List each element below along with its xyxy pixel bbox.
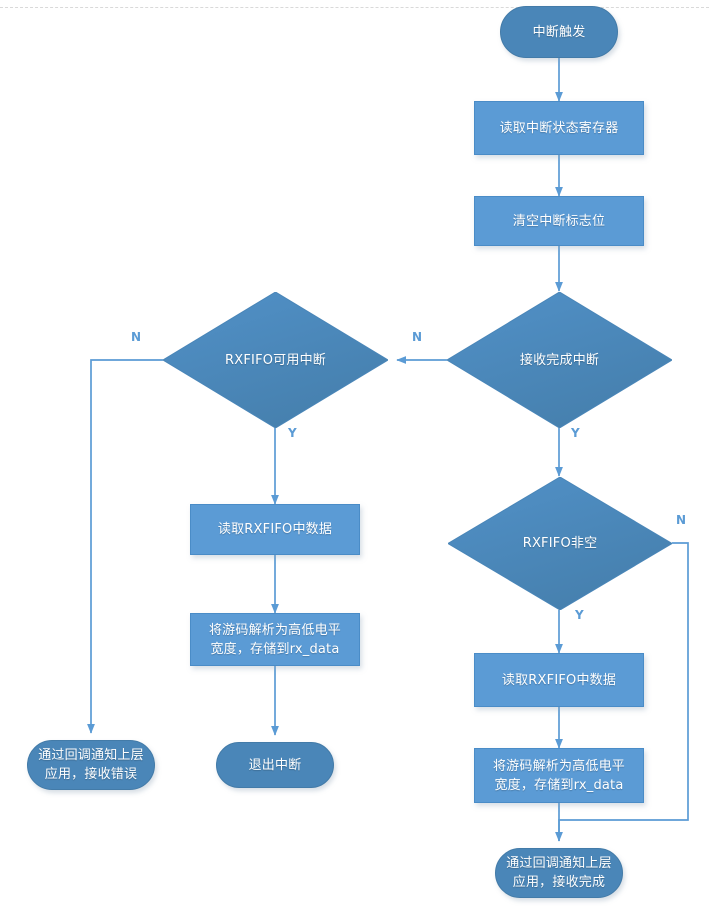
node-read-status-register[interactable]: 读取中断状态寄存器 bbox=[474, 101, 644, 155]
branch-label-rx-complete-yes: Y bbox=[571, 426, 580, 440]
node-exit-interrupt-label: 退出中断 bbox=[248, 757, 302, 773]
diamond-shape-rx-complete bbox=[447, 292, 672, 428]
branch-label-rxfifo-available-yes: Y bbox=[288, 426, 297, 440]
diamond-shape-rxfifo-available bbox=[163, 292, 388, 428]
node-read-rxfifo-right-label: 读取RXFIFO中数据 bbox=[501, 672, 617, 688]
branch-label-rxfifo-available-no: N bbox=[131, 330, 142, 344]
node-parse-left[interactable]: 将游码解析为高低电平 宽度，存储到rx_data bbox=[190, 613, 360, 666]
branch-label-rxfifo-not-empty-yes: Y bbox=[575, 608, 584, 622]
edge-rxfifo-avail-no-to-callback-error bbox=[87, 359, 163, 734]
node-exit-interrupt[interactable]: 退出中断 bbox=[216, 742, 334, 788]
node-callback-done-label: 通过回调通知上层 应用，接收完成 bbox=[506, 856, 612, 890]
diamond-shape-rxfifo-not-empty bbox=[448, 477, 672, 610]
node-start-label: 中断触发 bbox=[532, 24, 586, 40]
node-clear-interrupt-flag-label: 清空中断标志位 bbox=[512, 213, 606, 229]
node-parse-right-label: 将游码解析为高低电平 宽度，存储到rx_data bbox=[492, 758, 625, 793]
node-read-rxfifo-left-label: 读取RXFIFO中数据 bbox=[217, 522, 333, 537]
node-decision-rxfifo-not-empty-label: RXFIFO非空 bbox=[522, 536, 598, 551]
node-clear-interrupt-flag[interactable]: 清空中断标志位 bbox=[474, 196, 644, 246]
branch-label-rx-complete-no: N bbox=[412, 330, 423, 344]
node-read-rxfifo-right[interactable]: 读取RXFIFO中数据 bbox=[474, 653, 644, 707]
node-parse-left-label: 将游码解析为高低电平 宽度，存储到rx_data bbox=[208, 622, 341, 657]
node-decision-rxfifo-available[interactable]: RXFIFO可用中断 bbox=[163, 292, 388, 428]
node-callback-done[interactable]: 通过回调通知上层 应用，接收完成 bbox=[495, 848, 623, 898]
node-read-rxfifo-left[interactable]: 读取RXFIFO中数据 bbox=[190, 504, 360, 555]
node-parse-right[interactable]: 将游码解析为高低电平 宽度，存储到rx_data bbox=[474, 748, 644, 803]
node-callback-error-label: 通过回调通知上层 应用，接收错误 bbox=[38, 748, 144, 782]
node-start[interactable]: 中断触发 bbox=[500, 6, 618, 58]
top-divider-rule bbox=[0, 7, 709, 8]
node-decision-rx-complete-label: 接收完成中断 bbox=[519, 352, 600, 368]
node-callback-error[interactable]: 通过回调通知上层 应用，接收错误 bbox=[27, 740, 155, 790]
node-read-status-register-label: 读取中断状态寄存器 bbox=[499, 120, 619, 136]
node-decision-rx-complete[interactable]: 接收完成中断 bbox=[447, 292, 672, 428]
node-decision-rxfifo-not-empty[interactable]: RXFIFO非空 bbox=[448, 477, 672, 610]
branch-label-rxfifo-not-empty-no: N bbox=[676, 513, 687, 527]
node-decision-rxfifo-available-label: RXFIFO可用中断 bbox=[225, 352, 326, 368]
